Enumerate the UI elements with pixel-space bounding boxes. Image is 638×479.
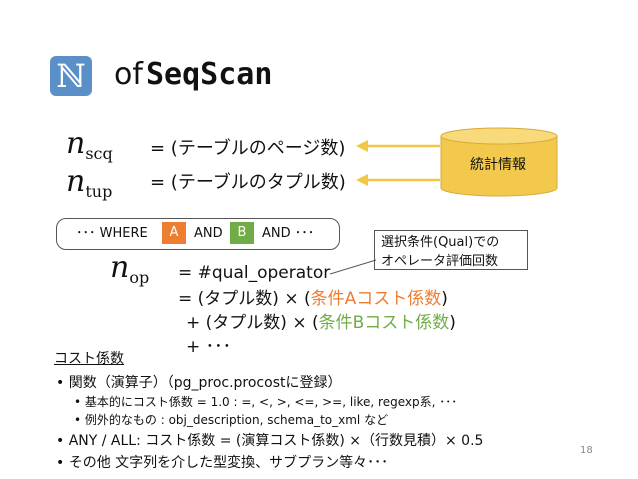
nop-symbol: nop	[110, 250, 150, 288]
nop-n: n	[110, 250, 130, 285]
nseq-symbol: nscq	[66, 126, 113, 164]
cost-bullet-2: • ANY / ALL: コスト係数 = (演算コスト係数) ×（行数見積）× …	[56, 433, 484, 449]
stats-arrows-icon	[356, 140, 440, 186]
condition-a-tag: A	[162, 222, 186, 244]
nop-line2-pre: = (タプル数) × (	[178, 289, 311, 309]
callout-line2: オペレータ評価回数	[381, 254, 499, 269]
nop-line4: + ･･･	[186, 337, 232, 357]
where-suffix: AND ･･･	[262, 226, 315, 241]
database-cylinder-icon	[440, 127, 558, 197]
ntup-sub: tup	[85, 182, 113, 201]
nop-line2-highlight: 条件Aコスト係数	[310, 289, 442, 309]
condition-b-tag: B	[230, 222, 254, 244]
nop-line2-post: )	[441, 289, 448, 309]
nop-line3-pre: + (タプル数) × (	[186, 313, 319, 333]
stats-label: 統計情報	[470, 157, 526, 173]
page-title: SeqScan	[146, 57, 273, 92]
nseq-sub: scq	[85, 144, 113, 163]
qual-callout: 選択条件(Qual)での オペレータ評価回数	[374, 230, 528, 270]
page-number: 18	[580, 445, 593, 456]
ntup-definition: = (テーブルのタプル数)	[150, 172, 346, 193]
cost-heading: コスト係数	[54, 351, 124, 367]
nop-line1: = #qual_operator	[178, 263, 331, 283]
where-clause-box	[56, 218, 340, 250]
ntup-symbol: ntup	[66, 164, 113, 202]
title-of: of	[114, 57, 143, 92]
nop-line3-highlight: 条件Bコスト係数	[318, 313, 450, 333]
callout-pointer-icon	[330, 259, 377, 275]
nop-line2: = (タプル数) × (条件Aコスト係数)	[178, 288, 448, 310]
cost-bullet-1-sub-1: • 基本的にコスト係数 = 1.0 : =, <, >, <=, >=, lik…	[74, 395, 458, 409]
nseq-definition: = (テーブルのページ数)	[150, 138, 346, 159]
nop-sub: op	[129, 268, 150, 287]
where-and: AND	[194, 226, 223, 241]
cost-bullet-1-sub-2: • 例外的なもの : obj_description, schema_to_xm…	[74, 413, 389, 427]
ntup-n: n	[66, 164, 86, 199]
cost-bullet-1: • 関数（演算子）（pg_proc.procostに登録）	[56, 375, 342, 391]
n-badge-icon: ℕ	[50, 56, 92, 96]
nop-line3: + (タプル数) × (条件Bコスト係数)	[186, 312, 456, 334]
callout-line1: 選択条件(Qual)での	[381, 235, 500, 250]
nseq-n: n	[66, 126, 86, 161]
where-prefix: ･･･ WHERE	[76, 226, 148, 241]
cost-bullet-3: • その他 文字列を介した型変換、サブプラン等々･･･	[56, 455, 389, 471]
nop-line3-post: )	[449, 313, 456, 333]
